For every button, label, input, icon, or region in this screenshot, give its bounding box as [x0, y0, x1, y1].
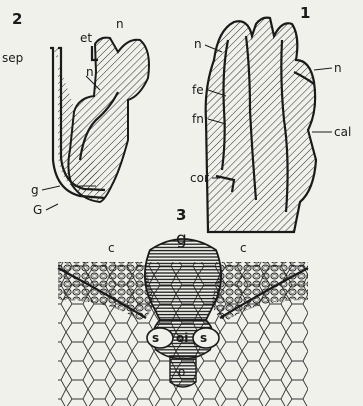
label-sep: sep [2, 51, 23, 65]
label-n-panel2-top: n [116, 17, 124, 31]
label-n-panel2-mid: n [86, 65, 94, 79]
panel-number-3: 3 [176, 206, 186, 224]
panel-3-drawing [58, 239, 308, 406]
label-G: G [33, 203, 42, 217]
label-s-right: s [200, 331, 207, 345]
label-c-right: c [240, 241, 247, 255]
leader-g [42, 186, 60, 190]
leader-G [46, 204, 58, 210]
label-g-panel2: g [31, 183, 39, 197]
panel-number-2: 2 [12, 10, 22, 28]
label-n-panel1-left: n [194, 37, 202, 51]
label-oi: oi [176, 331, 188, 345]
leader-n-right [314, 68, 332, 70]
synergid-left [147, 328, 173, 348]
label-c-left: c [108, 241, 115, 255]
label-fn: fn [192, 112, 204, 126]
label-fe: fe [192, 83, 204, 97]
panel-1-drawing [206, 18, 316, 232]
label-o: o [178, 365, 185, 379]
panel-2-drawing [50, 38, 149, 202]
panel-number-1: 1 [300, 4, 310, 22]
label-cal: cal [334, 125, 351, 139]
label-cor: cor [190, 171, 209, 185]
label-s-left: s [152, 331, 159, 345]
label-n-panel1-right: n [334, 61, 342, 75]
label-g-panel3: g [176, 229, 187, 249]
label-et: et [80, 31, 92, 45]
